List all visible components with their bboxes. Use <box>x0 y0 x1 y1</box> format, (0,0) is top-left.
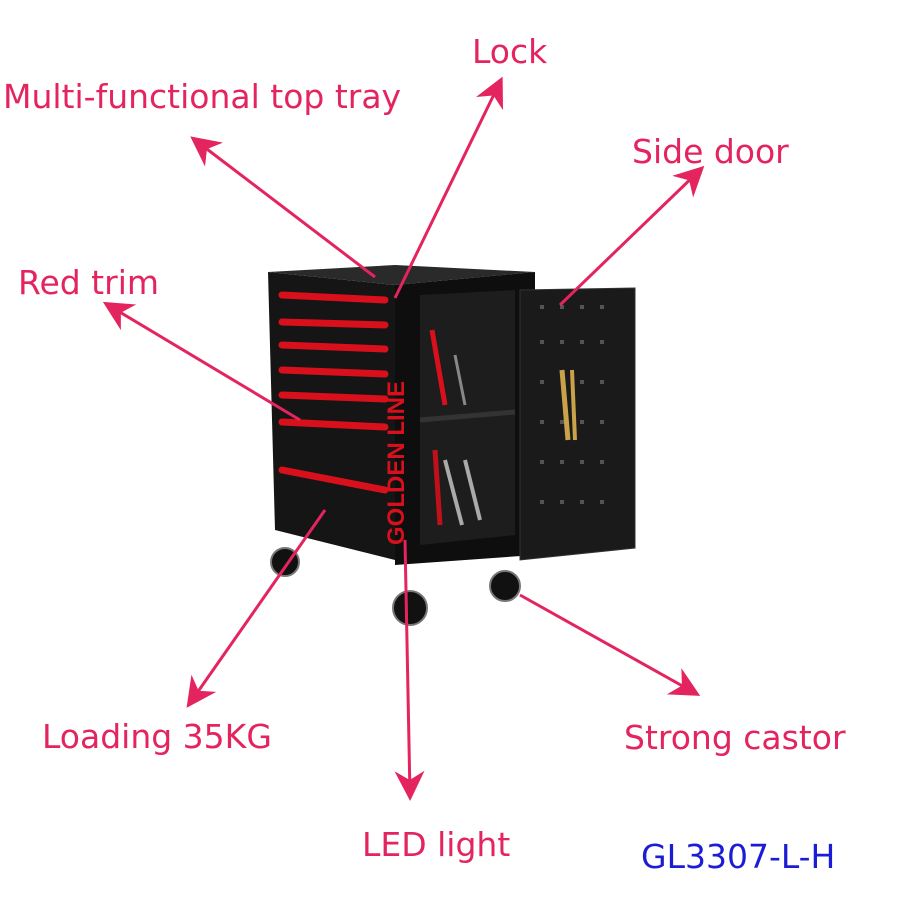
label-loading: Loading 35KG <box>42 717 272 756</box>
arrow-lock <box>393 76 503 299</box>
arrow-loading <box>186 509 327 708</box>
arrows <box>102 76 705 801</box>
label-led-light: LED light <box>362 825 511 864</box>
arrow-red-trim <box>102 301 301 422</box>
label-side-door: Side door <box>632 132 789 171</box>
pegboard-holes <box>540 305 604 504</box>
label-top-tray: Multi-functional top tray <box>3 77 402 116</box>
red-trim <box>278 291 389 494</box>
brand-logo: GOLDEN LINE <box>383 381 410 545</box>
arrow-castor <box>519 593 701 696</box>
arrow-side-door <box>558 165 705 307</box>
arrow-led-light <box>394 539 425 801</box>
cabinet: GOLDEN LINE <box>268 265 636 626</box>
castors <box>270 547 521 626</box>
side-door <box>519 287 636 561</box>
label-lock: Lock <box>472 32 548 71</box>
label-red-trim: Red trim <box>18 263 160 302</box>
arrow-top-tray <box>190 136 376 279</box>
model-code: GL3307-L-H <box>641 837 836 876</box>
label-castor: Strong castor <box>624 718 846 757</box>
